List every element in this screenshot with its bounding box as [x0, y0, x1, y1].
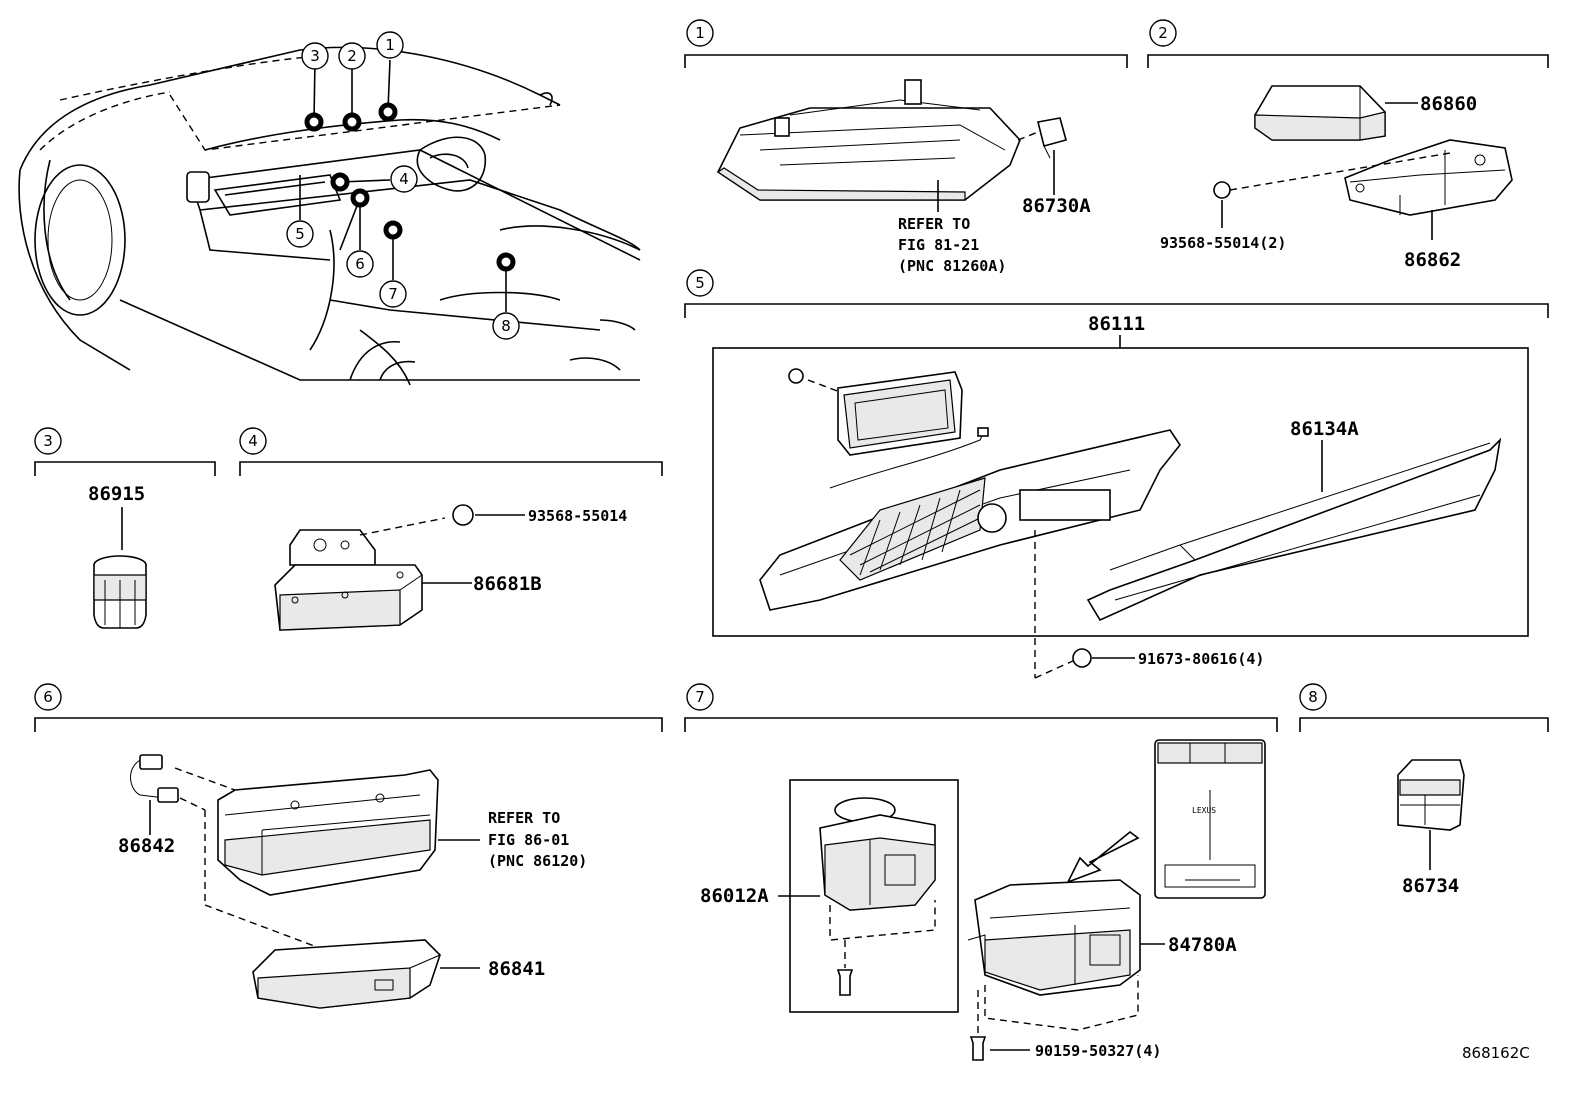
car-callout-3: 3 [301, 42, 329, 70]
svg-text:4: 4 [248, 432, 258, 450]
part-86841: 86841 [488, 958, 545, 980]
part-93568-55014: 93568-55014 [528, 507, 627, 525]
location-dot-6 [350, 188, 370, 208]
svg-text:FIG 86-01: FIG 86-01 [488, 831, 569, 849]
svg-text:(PNC 81260A): (PNC 81260A) [898, 257, 1006, 275]
svg-text:1: 1 [385, 36, 395, 54]
part-86860: 86860 [1420, 93, 1477, 115]
section-headers: 1 2 5 3 4 6 7 8 [34, 19, 1549, 732]
location-dot-4 [330, 172, 350, 192]
car-callout-5: 5 [286, 220, 314, 248]
car-callout-1: 1 [376, 31, 404, 59]
car-callout-6: 6 [346, 250, 374, 278]
section-4-airbag: 93568-55014 86681B [274, 504, 627, 631]
svg-text:8: 8 [501, 317, 511, 335]
section-5-instrument-panel: 86111 91673-80616(4) 86134A [712, 313, 1529, 679]
car-callout-2: 2 [338, 42, 366, 70]
svg-text:FIG 81-21: FIG 81-21 [898, 236, 979, 254]
part-91673-80616-4: 91673-80616(4) [1138, 650, 1264, 668]
part-86734: 86734 [1402, 875, 1459, 897]
mesh-pattern [849, 489, 981, 576]
car-callout-8: 8 [492, 312, 520, 340]
location-dots [304, 102, 516, 272]
section-7-remote-touch: 86012A LEXUS 90159-50327(4) 84780A [700, 739, 1266, 1061]
car-callouts: 1 2 3 4 5 6 7 8 [286, 31, 520, 340]
part-86842: 86842 [118, 835, 175, 857]
svg-text:6: 6 [43, 688, 53, 706]
part-86012A: 86012A [700, 885, 769, 907]
part-86915: 86915 [88, 483, 145, 505]
location-dot-8 [496, 252, 516, 272]
diagram-id: 868162C [1462, 1044, 1530, 1062]
part-86681B: 86681B [473, 573, 542, 595]
location-dot-7 [383, 220, 403, 240]
svg-text:3: 3 [310, 47, 320, 65]
location-dot-2 [342, 112, 362, 132]
svg-text:REFER TO: REFER TO [898, 215, 970, 233]
svg-text:(PNC 86120): (PNC 86120) [488, 852, 587, 870]
svg-text:REFER TO: REFER TO [488, 809, 560, 827]
location-dot-1 [378, 102, 398, 122]
part-90159-50327-4: 90159-50327(4) [1035, 1042, 1161, 1060]
part-86111: 86111 [1088, 313, 1145, 335]
svg-text:7: 7 [388, 285, 398, 303]
svg-text:6: 6 [355, 255, 365, 273]
part-86730A: 86730A [1022, 195, 1091, 217]
car-callout-4: 4 [390, 165, 418, 193]
section-1-overhead-console: REFER TO FIG 81-21 (PNC 81260A) 86730A [716, 79, 1091, 275]
svg-text:2: 2 [347, 47, 357, 65]
part-86134A: 86134A [1290, 418, 1359, 440]
svg-text:5: 5 [295, 225, 305, 243]
svg-text:1: 1 [695, 24, 705, 42]
car-overview [18, 46, 641, 386]
touchpad-logo: LEXUS [1192, 806, 1216, 815]
svg-text:3: 3 [43, 432, 53, 450]
section-6-audio-unit: 86842 REFER TO FIG 86-01 (PNC 86120) 868… [118, 754, 587, 1009]
part-84780A: 84780A [1168, 934, 1237, 956]
svg-text:8: 8 [1308, 688, 1318, 706]
svg-text:7: 7 [695, 688, 705, 706]
svg-text:5: 5 [695, 274, 705, 292]
part-86862: 86862 [1404, 249, 1461, 271]
svg-text:2: 2 [1158, 24, 1168, 42]
location-dot-3 [304, 112, 324, 132]
car-callout-7: 7 [379, 280, 407, 308]
section-2-airbag-sensor: 86860 93568-55014(2) 86862 [1160, 85, 1513, 271]
section-3-sensor: 86915 [88, 483, 147, 629]
section-8-switch: 86734 [1397, 759, 1465, 897]
part-93568-55014-2: 93568-55014(2) [1160, 234, 1286, 252]
svg-text:4: 4 [399, 170, 409, 188]
